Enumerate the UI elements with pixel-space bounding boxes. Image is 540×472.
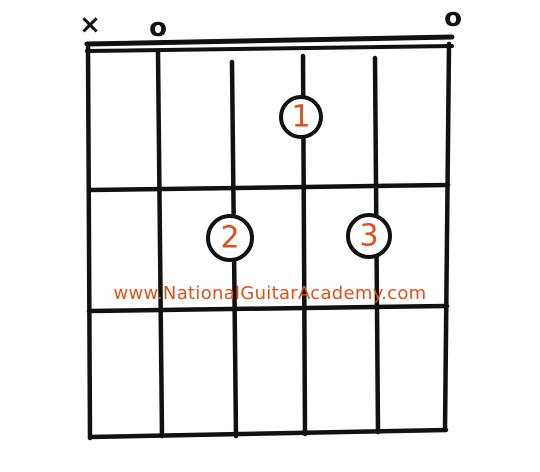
finger-circle	[206, 214, 254, 262]
string-markers: × o o	[79, 3, 462, 43]
finger-label: 3	[359, 219, 378, 254]
fret-line	[87, 427, 449, 440]
string-line	[442, 41, 452, 433]
finger-label: 2	[220, 221, 239, 256]
watermark-text: www.NationalGuitarAcademy.com	[114, 283, 427, 304]
open-string-marker: o	[444, 3, 462, 33]
strings	[85, 41, 452, 441]
finger-3-marker: 3	[346, 213, 392, 259]
muted-string-marker: ×	[79, 10, 101, 40]
finger-circle	[279, 95, 323, 139]
finger-label: 1	[291, 100, 310, 135]
finger-1-marker: 1	[279, 95, 323, 139]
frets	[86, 182, 451, 440]
finger-2-marker: 2	[206, 214, 254, 262]
open-string-marker: o	[149, 13, 167, 43]
fret-line	[86, 303, 450, 314]
string-line	[85, 43, 93, 441]
fret-line	[86, 182, 451, 193]
string-line	[155, 49, 165, 439]
finger-circle	[346, 213, 392, 259]
finger-positions: 1 2 3	[206, 95, 392, 262]
nut	[84, 34, 455, 53]
